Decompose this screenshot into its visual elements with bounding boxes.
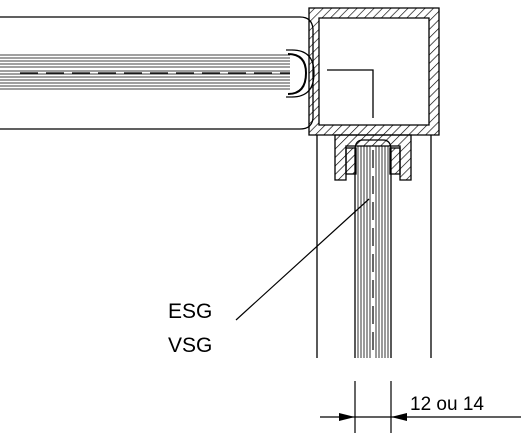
glass-label-vsg: VSG bbox=[168, 334, 212, 357]
horizontal-edge-gasket bbox=[287, 53, 308, 95]
post-extension-lines bbox=[316, 135, 432, 358]
glass-label-esg: ESG bbox=[168, 300, 212, 323]
dimension-arrow-right bbox=[391, 413, 407, 421]
horizontal-glass-layers bbox=[0, 54, 290, 90]
left-gasket bbox=[345, 147, 357, 175]
vertical-glass-layers bbox=[357, 146, 389, 358]
corner-post bbox=[308, 7, 440, 136]
dimension-arrow-left bbox=[339, 413, 355, 421]
thickness-dimension bbox=[320, 381, 521, 433]
right-gasket bbox=[389, 147, 401, 175]
dimension-label: 12 ou 14 bbox=[410, 394, 484, 415]
u-channel bbox=[334, 134, 412, 181]
leader-line bbox=[235, 198, 370, 321]
corner-inner-line bbox=[327, 69, 374, 118]
vertical-glass-panel bbox=[354, 139, 392, 358]
horizontal-glass-panel bbox=[0, 16, 315, 130]
